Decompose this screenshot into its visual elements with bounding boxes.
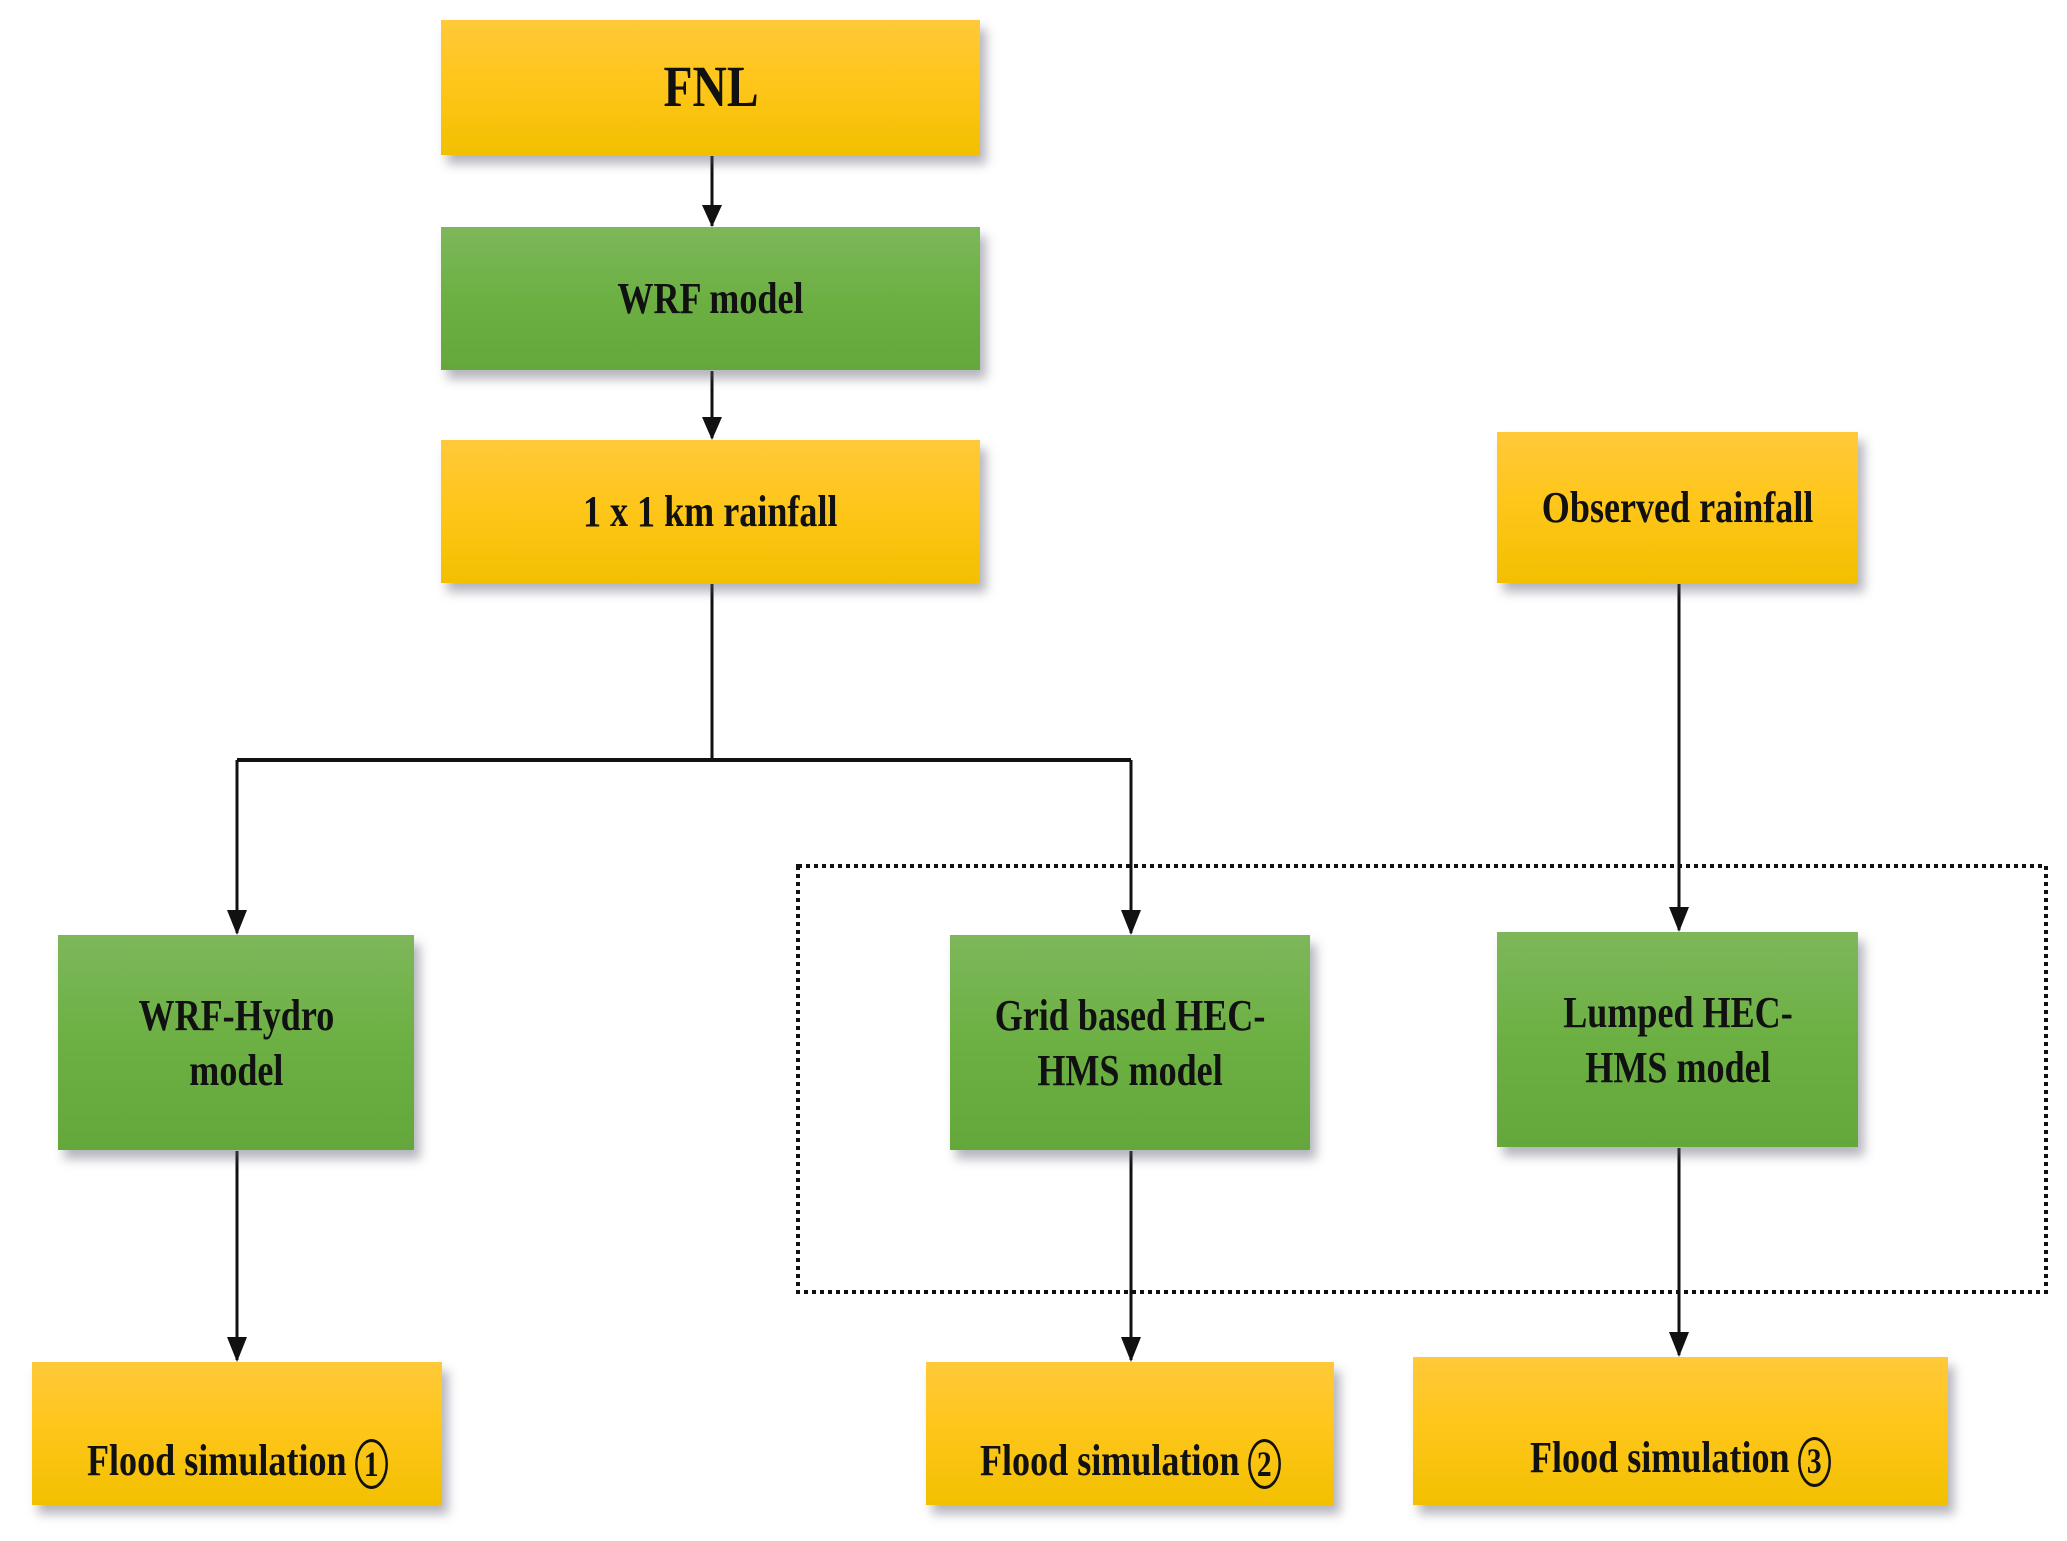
circled-number-3-icon: 3 <box>1798 1436 1831 1487</box>
arrowhead-lumped <box>1669 907 1689 932</box>
node-observed-rainfall-label: Observed rainfall <box>1541 483 1814 532</box>
node-wrf-hydro-model: WRF-Hydro model <box>58 935 414 1150</box>
arrowhead-wrf <box>702 205 722 227</box>
circled-number-1-icon: 1 <box>354 1439 388 1490</box>
flood-simulation-3-text: Flood simulation <box>1530 1433 1790 1483</box>
node-grid-hec-hms-model: Grid based HEC- HMS model <box>950 935 1310 1150</box>
node-1km-rainfall-label: 1 x 1 km rainfall <box>583 487 838 536</box>
flood-simulation-1-text: Flood simulation <box>86 1435 347 1485</box>
arrowhead-rainfall <box>702 417 722 440</box>
arrowhead-grid-hms <box>1121 910 1141 935</box>
node-grid-hec-hms-model-label: Grid based HEC- HMS model <box>994 990 1266 1095</box>
node-wrf-model-label: WRF model <box>617 274 804 323</box>
node-1km-rainfall: 1 x 1 km rainfall <box>441 440 980 583</box>
arrowhead-flood2 <box>1121 1337 1141 1362</box>
node-lumped-hec-hms-model: Lumped HEC- HMS model <box>1497 932 1858 1147</box>
node-fnl-label: FNL <box>662 54 759 120</box>
node-lumped-hec-hms-model-label: Lumped HEC- HMS model <box>1562 987 1793 1092</box>
arrowhead-flood1 <box>227 1337 247 1362</box>
node-fnl: FNL <box>441 20 980 155</box>
hec-hms-group-border <box>796 864 2048 1294</box>
node-wrf-model: WRF model <box>441 227 980 370</box>
arrowhead-flood3 <box>1669 1332 1689 1357</box>
node-wrf-hydro-model-label: WRF-Hydro model <box>138 990 334 1095</box>
flood-simulation-2-text: Flood simulation <box>979 1435 1240 1485</box>
arrowhead-wrf-hydro <box>227 910 247 935</box>
circled-number-2-icon: 2 <box>1247 1439 1281 1490</box>
node-observed-rainfall: Observed rainfall <box>1497 432 1858 583</box>
